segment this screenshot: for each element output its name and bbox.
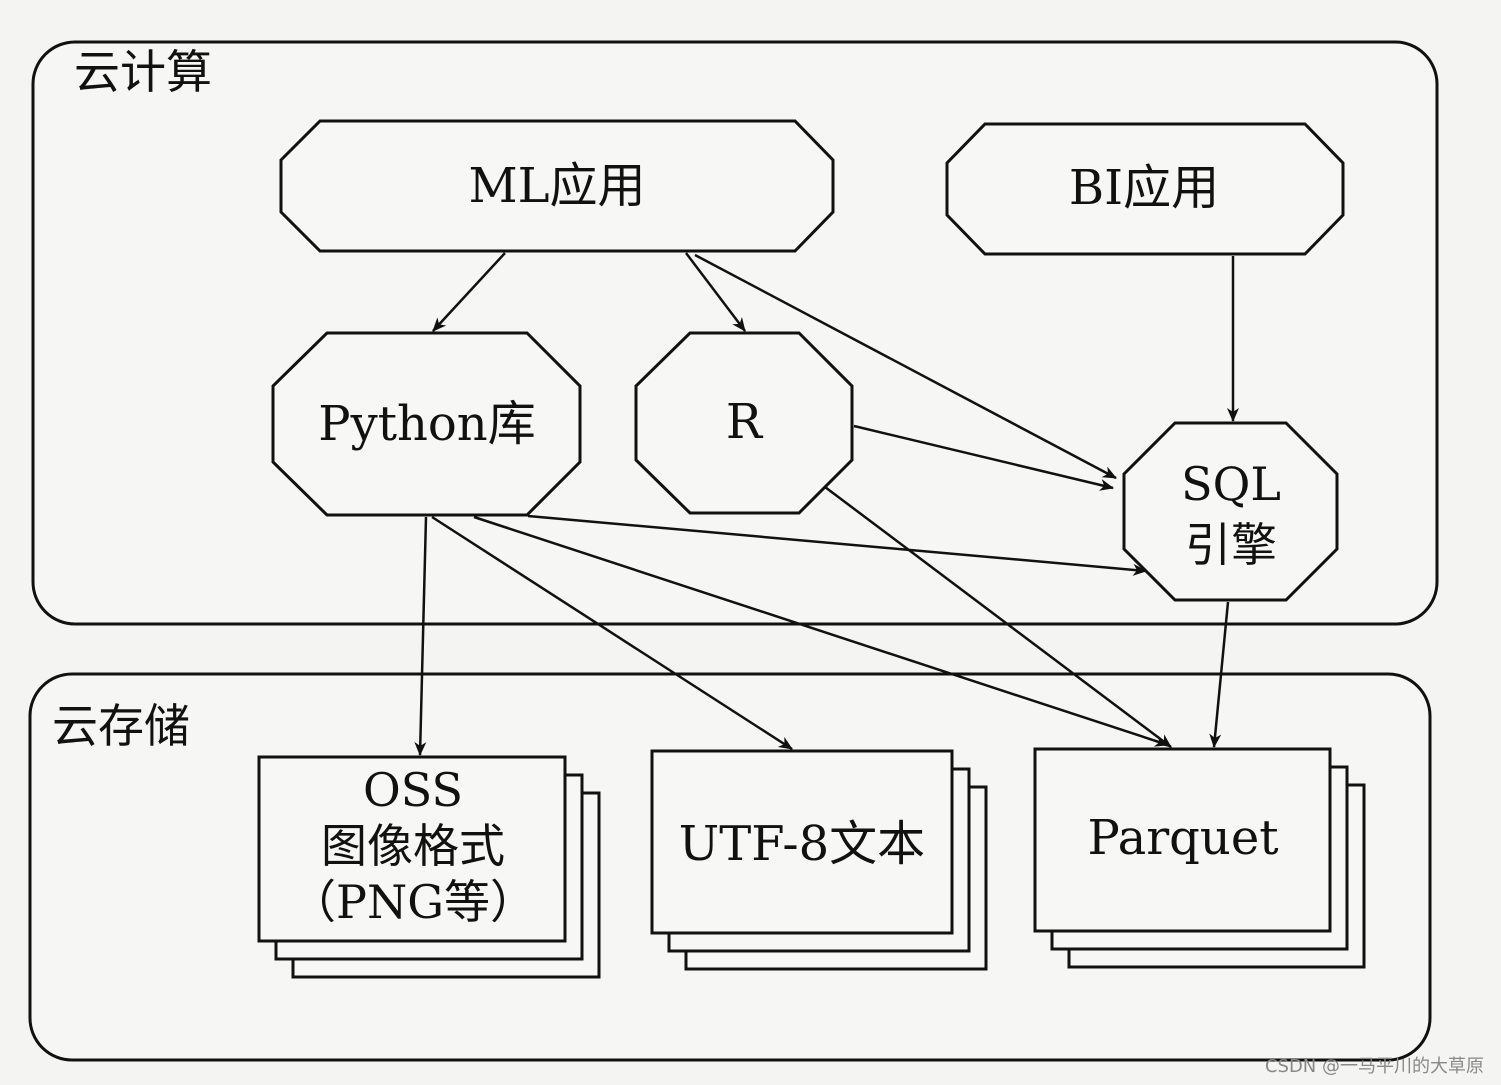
edge-python-to-parquet: [473, 515, 1169, 747]
parquet-node: Parquet: [1033, 747, 1366, 969]
sql-engine-node: SQL 引擎: [1122, 421, 1339, 602]
oss-line1: OSS: [363, 763, 463, 817]
parquet-label: Parquet: [1087, 810, 1278, 866]
ml-application-node: ML应用: [279, 119, 835, 253]
edge-python-to-oss: [414, 516, 428, 756]
edge-ml-to-r: [685, 252, 746, 332]
edge-r-to-sql: [853, 424, 1114, 491]
edges: [414, 252, 1239, 756]
r-label: R: [726, 394, 764, 450]
sql-engine-line2: 引擎: [1185, 518, 1277, 572]
edge-r-to-parquet: [824, 486, 1172, 748]
sql-engine-line1: SQL: [1181, 457, 1281, 511]
cloud-storage-title: 云存储: [52, 699, 190, 753]
edge-python-to-sql: [527, 514, 1147, 576]
edge-python-to-utf8: [431, 515, 793, 751]
edge-ml-to-sql: [694, 253, 1117, 480]
python-library-label: Python库: [318, 396, 535, 452]
r-node: R: [634, 331, 854, 515]
edge-ml-to-python: [432, 252, 506, 332]
oss-image-format-node: OSS 图像格式 （PNG等）: [257, 755, 601, 979]
oss-line3: （PNG等）: [290, 875, 536, 929]
utf8-text-node: UTF-8文本: [650, 749, 988, 971]
utf8-label: UTF-8文本: [679, 816, 925, 872]
ml-application-label: ML应用: [468, 158, 645, 214]
watermark-text: CSDN @一马平川的大草原: [1265, 1056, 1484, 1077]
bi-application-label: BI应用: [1069, 160, 1219, 216]
python-library-node: Python库: [271, 331, 582, 517]
edge-sql-to-parquet: [1209, 601, 1230, 748]
oss-line2: 图像格式: [321, 819, 505, 873]
bi-application-node: BI应用: [945, 122, 1345, 256]
cloud-compute-title: 云计算: [74, 45, 212, 99]
